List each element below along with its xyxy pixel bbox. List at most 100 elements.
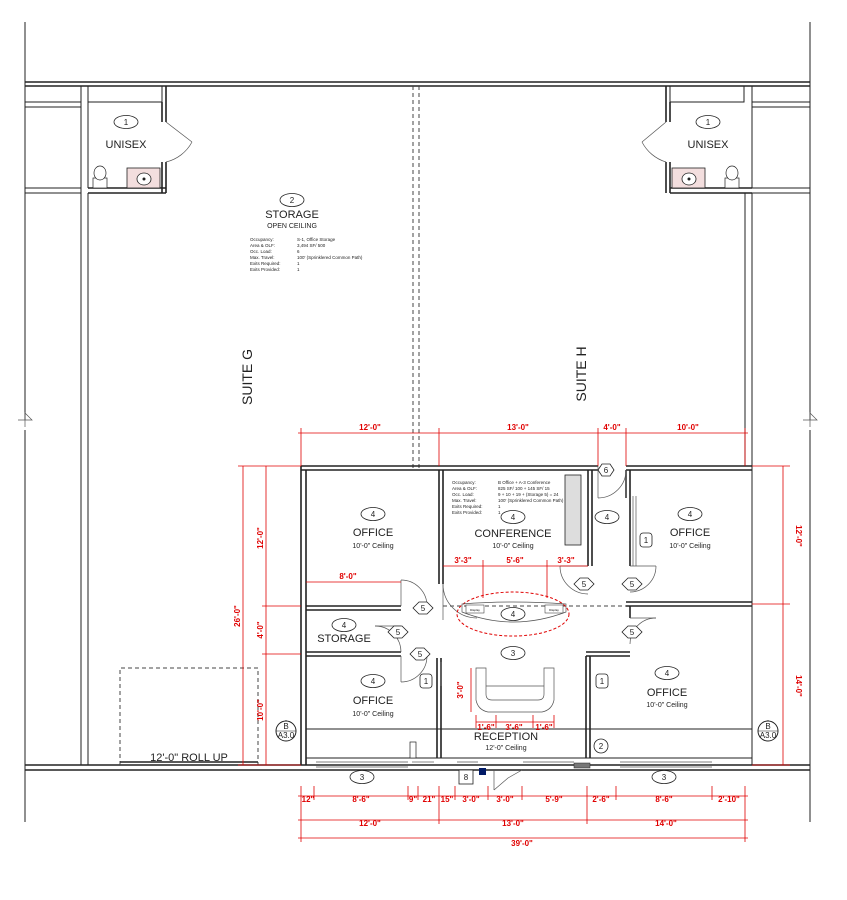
tag-1b: 1 xyxy=(424,677,429,686)
dim-b1-10: 2'-10" xyxy=(718,795,740,804)
dim-b1-7: 5'-9" xyxy=(545,795,562,804)
storage-note-k0: Occupancy: xyxy=(250,237,274,242)
dim-top-2: 4'-0" xyxy=(603,423,620,432)
office-tr-sub: 10'-0" Ceiling xyxy=(669,543,710,550)
dim-b2-1: 13'-0" xyxy=(502,819,524,828)
tag-3c: 3 xyxy=(662,773,667,782)
tag-unisex-right: 1 xyxy=(706,118,711,127)
unisex-left-label: UNISEX xyxy=(106,139,148,151)
office-walls xyxy=(300,465,752,765)
conference-sub: 10'-0" Ceiling xyxy=(492,543,533,550)
reception-sub: 12'-0" Ceiling xyxy=(485,745,526,752)
restroom-fixtures-left xyxy=(92,165,161,189)
dim-b2-0: 12'-0" xyxy=(359,819,381,828)
dim-office-tl-w: 8'-0" xyxy=(339,572,356,581)
dim-top-0: 12'-0" xyxy=(359,423,381,432)
storage-note-k4: Exits Required: xyxy=(250,261,281,266)
office-note-v3: 100' (Sprinklered Common Path) xyxy=(498,498,564,503)
office-note-k4: Exits Required: xyxy=(452,504,483,509)
storage-note-v4: 1 xyxy=(297,261,300,266)
office-note-v5: 1 xyxy=(498,510,501,515)
dim-b2-2: 14'-0" xyxy=(655,819,677,828)
tag-5a: 5 xyxy=(421,604,426,613)
office-br-sub: 10'-0" Ceiling xyxy=(646,702,687,709)
windows xyxy=(316,761,712,775)
building-shell xyxy=(18,22,818,822)
tag-unisex-left: 1 xyxy=(124,118,129,127)
dim-left-1: 4'-0" xyxy=(256,621,265,638)
tag-1a: 1 xyxy=(644,536,649,545)
section-marker-left-num: B xyxy=(283,722,288,731)
suite-g-label: SUITE G xyxy=(239,349,255,405)
reception-label: RECEPTION xyxy=(474,731,538,743)
storage-note-k5: Exits Provided: xyxy=(250,267,280,272)
office-note-k1: Area & OLF: xyxy=(452,486,477,491)
storage-main-label: STORAGE xyxy=(265,209,319,221)
tag-5f: 5 xyxy=(630,628,635,637)
conference-label: CONFERENCE xyxy=(474,528,551,540)
storage-note-v0: S-1, Office Storage xyxy=(297,237,336,242)
tag-5c: 5 xyxy=(418,650,423,659)
dim-desk-2: 3'-6" xyxy=(505,723,522,732)
tag-3a: 3 xyxy=(360,773,365,782)
restroom-door-left xyxy=(165,121,193,163)
svg-text:Display: Display xyxy=(470,608,480,612)
dimensions xyxy=(238,428,790,842)
dim-b1-0: 12" xyxy=(302,795,315,804)
storage-note-k2: Occ. Load: xyxy=(250,249,272,254)
office-note-v2: 9 + 10 + 19 + (Storage 5) = 24 xyxy=(498,492,559,497)
dim-b1-3: 21" xyxy=(423,795,436,804)
storage-note-k1: Area & OLF: xyxy=(250,243,275,248)
office-note-k0: Occupancy: xyxy=(452,480,476,485)
dimension-labels: 12'-0" 13'-0" 4'-0" 10'-0" 26'-0" 12'-0"… xyxy=(233,423,803,848)
tag-5b: 5 xyxy=(396,628,401,637)
office-code-notes: Occupancy: B Office + A-3 Conference Are… xyxy=(452,480,564,515)
svg-text:Display: Display xyxy=(549,608,559,612)
room-tags: 1 1 2 4 4 4 4 4 4 3 4 4 3 3 xyxy=(113,115,721,784)
tag-storage-small: 4 xyxy=(342,621,347,630)
tag-4b: 4 xyxy=(511,610,516,619)
tag-6: 6 xyxy=(604,466,609,475)
office-note-v0: B Office + A-3 Conference xyxy=(498,480,551,485)
unisex-right-label: UNISEX xyxy=(688,139,730,151)
dim-desk-1: 1'-6" xyxy=(477,723,494,732)
tag-5e: 5 xyxy=(630,580,635,589)
tag-2: 2 xyxy=(599,742,604,751)
dim-b1-1: 8'-6" xyxy=(352,795,369,804)
office-note-k3: Max. Travel: xyxy=(452,498,477,503)
office-br-label: OFFICE xyxy=(647,687,687,699)
dim-left-total: 26'-0" xyxy=(233,605,242,627)
dim-right-1: 14'-0" xyxy=(794,675,803,697)
storage-code-notes: Occupancy: S-1, Office Storage Area & OL… xyxy=(250,237,363,272)
tag-office-tr: 4 xyxy=(688,510,693,519)
storage-note-v1: 3,494 SF/ 500 xyxy=(297,243,326,248)
office-tr-label: OFFICE xyxy=(670,527,710,539)
dim-conf-0: 3'-3" xyxy=(454,556,471,565)
tag-office-tl: 4 xyxy=(371,510,376,519)
dim-conf-2: 3'-3" xyxy=(557,556,574,565)
restroom-door-right xyxy=(641,121,667,163)
tag-conference: 4 xyxy=(511,513,516,522)
office-bl-sub: 10'-0" Ceiling xyxy=(352,711,393,718)
dim-b1-9: 8'-6" xyxy=(655,795,672,804)
dim-b1-4: 15" xyxy=(441,795,454,804)
tag-office-bl: 4 xyxy=(371,677,376,686)
dim-desk-0: 3'-0" xyxy=(456,681,465,698)
dim-top-3: 10'-0" xyxy=(677,423,699,432)
dim-b1-2: 9" xyxy=(409,795,417,804)
dim-left-0: 12'-0" xyxy=(256,527,265,549)
storage-note-v3: 100' (Sprinklered Common Path) xyxy=(297,255,363,260)
suite-h-label: SUITE H xyxy=(573,346,589,401)
office-bl-label: OFFICE xyxy=(353,695,393,707)
office-note-v4: 1 xyxy=(498,504,501,509)
reception-desk xyxy=(475,667,555,713)
office-note-k2: Occ. Load: xyxy=(452,492,474,497)
storage-note-v5: 1 xyxy=(297,267,300,272)
dim-b1-5: 3'-0" xyxy=(462,795,479,804)
tag-5d: 5 xyxy=(582,580,587,589)
section-marker-left: B A3.0 xyxy=(275,720,297,742)
section-marker-left-sheet: A3.0 xyxy=(278,731,295,740)
section-marker-right: B A3.0 xyxy=(757,720,779,742)
tag-storage-main: 2 xyxy=(290,196,295,205)
